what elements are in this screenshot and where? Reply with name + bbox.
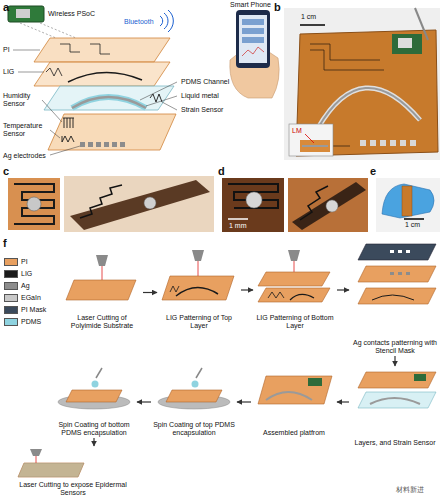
legend-swatch <box>4 318 18 326</box>
liquid-metal <box>72 97 146 108</box>
process-arrow <box>237 401 251 402</box>
legend-item: EGaIn <box>4 294 41 302</box>
legend-swatch <box>4 270 18 278</box>
legend-swatch <box>4 258 18 266</box>
annotation-label: Humidity Sensor <box>3 92 41 107</box>
bluetooth-waves <box>160 10 173 32</box>
panel-letter: d <box>218 165 225 177</box>
legend-item: PDMS <box>4 318 41 326</box>
strain-sensor <box>150 94 162 102</box>
psoc-chip <box>8 6 44 22</box>
panel-letter: c <box>3 165 9 177</box>
process-arrow <box>337 289 349 290</box>
step-caption: Spin Coating of top PDMS encapsulation <box>152 421 236 437</box>
annotation-label: Smart Phone <box>230 1 271 9</box>
step-caption: Assembled platfrom <box>262 429 326 437</box>
lig-layer <box>34 62 170 86</box>
step-caption: Laser Cutting to expose Epidermal Sensor… <box>8 481 138 497</box>
process-step: Ag contacts patterning with Stencil Mask <box>350 240 440 355</box>
annotation-label: PDMS Channel <box>180 78 230 86</box>
process-arrow <box>137 401 151 402</box>
scale-bar <box>300 24 325 26</box>
legend-item: Ag <box>4 282 30 290</box>
annotation-label: Ag electrodes <box>3 152 46 160</box>
step-caption: Laser Cutting of Polyimide Substrate <box>62 314 142 330</box>
annotation-label: Temperature Sensor <box>3 122 49 137</box>
legend-text: PI Mask <box>21 306 46 314</box>
process-step: Laser Cutting to expose Epidermal Sensor… <box>8 447 138 497</box>
annotation-label: PI <box>3 46 10 54</box>
step-caption: Spin Coating of bottom PDMS encapsulatio… <box>52 421 136 437</box>
legend-text: EGaIn <box>21 294 41 302</box>
legend-item: PI <box>4 258 28 266</box>
process-arrow <box>93 438 94 446</box>
photo-e <box>376 178 440 232</box>
process-step: LIG Patterning of Top Layer <box>158 250 240 330</box>
legend-text: Ag <box>21 282 30 290</box>
process-arrow <box>143 292 157 293</box>
process-illustrations <box>18 244 436 477</box>
device-photo <box>284 8 440 160</box>
legend-swatch <box>4 306 18 314</box>
photo-c <box>8 178 60 230</box>
pdms-layer <box>44 86 174 110</box>
process-step: Assembled platfrom <box>252 367 336 437</box>
temperature-sensor <box>62 136 74 142</box>
annotation-label: 1 cm <box>301 13 316 21</box>
process-step: Spin Coating of top PDMS encapsulation <box>152 367 236 437</box>
inset <box>289 124 333 156</box>
annotation-label: Wireless PSoC <box>48 10 95 18</box>
annotation-label: 1 mm <box>229 222 247 230</box>
legend-text: PDMS <box>21 318 41 326</box>
process-step: Layers, and Strain Sensor <box>350 367 440 447</box>
legend-item: LIG <box>4 270 32 278</box>
legend-text: PI <box>21 258 28 266</box>
legend-swatch <box>4 294 18 302</box>
pi-layer <box>34 38 170 62</box>
smart-phone <box>236 10 270 68</box>
process-step: Spin Coating of bottom PDMS encapsulatio… <box>52 367 136 437</box>
panel-letter: e <box>370 165 376 177</box>
annotation-label: 材料新进 <box>396 486 424 494</box>
process-step: LIG Patterning of Bottom Layer <box>254 250 336 330</box>
annotation-label: 1 cm <box>405 221 420 229</box>
annotation-label: Strain Sensor <box>180 106 224 114</box>
photo-d <box>222 178 284 232</box>
annotation-label: LM <box>292 127 302 135</box>
humidity-sensor <box>63 118 74 128</box>
process-arrow <box>337 401 349 402</box>
bottom-layer <box>48 114 176 150</box>
annotation-label: Bluetooth <box>124 18 154 26</box>
step-caption: LIG Patterning of Top Layer <box>158 314 240 330</box>
legend-item: PI Mask <box>4 306 46 314</box>
process-step: Laser Cutting of Polyimide Substrate <box>62 255 142 330</box>
annotation-label: Liquid metal <box>180 92 220 100</box>
step-caption: LIG Patterning of Bottom Layer <box>254 314 336 330</box>
step-caption: Ag contacts patterning with Stencil Mask <box>350 339 440 355</box>
panel-letter: f <box>3 237 7 249</box>
ag-electrodes <box>80 142 125 147</box>
legend-text: LIG <box>21 270 32 278</box>
leader-lines <box>13 50 177 155</box>
annotation-label: LIG <box>3 68 14 76</box>
panel-letter: a <box>3 1 9 13</box>
process-arrow <box>241 289 253 290</box>
legend-swatch <box>4 282 18 290</box>
step-caption: Layers, and Strain Sensor <box>354 439 437 447</box>
process-arrow <box>394 356 395 366</box>
panel-letter: b <box>274 1 281 13</box>
